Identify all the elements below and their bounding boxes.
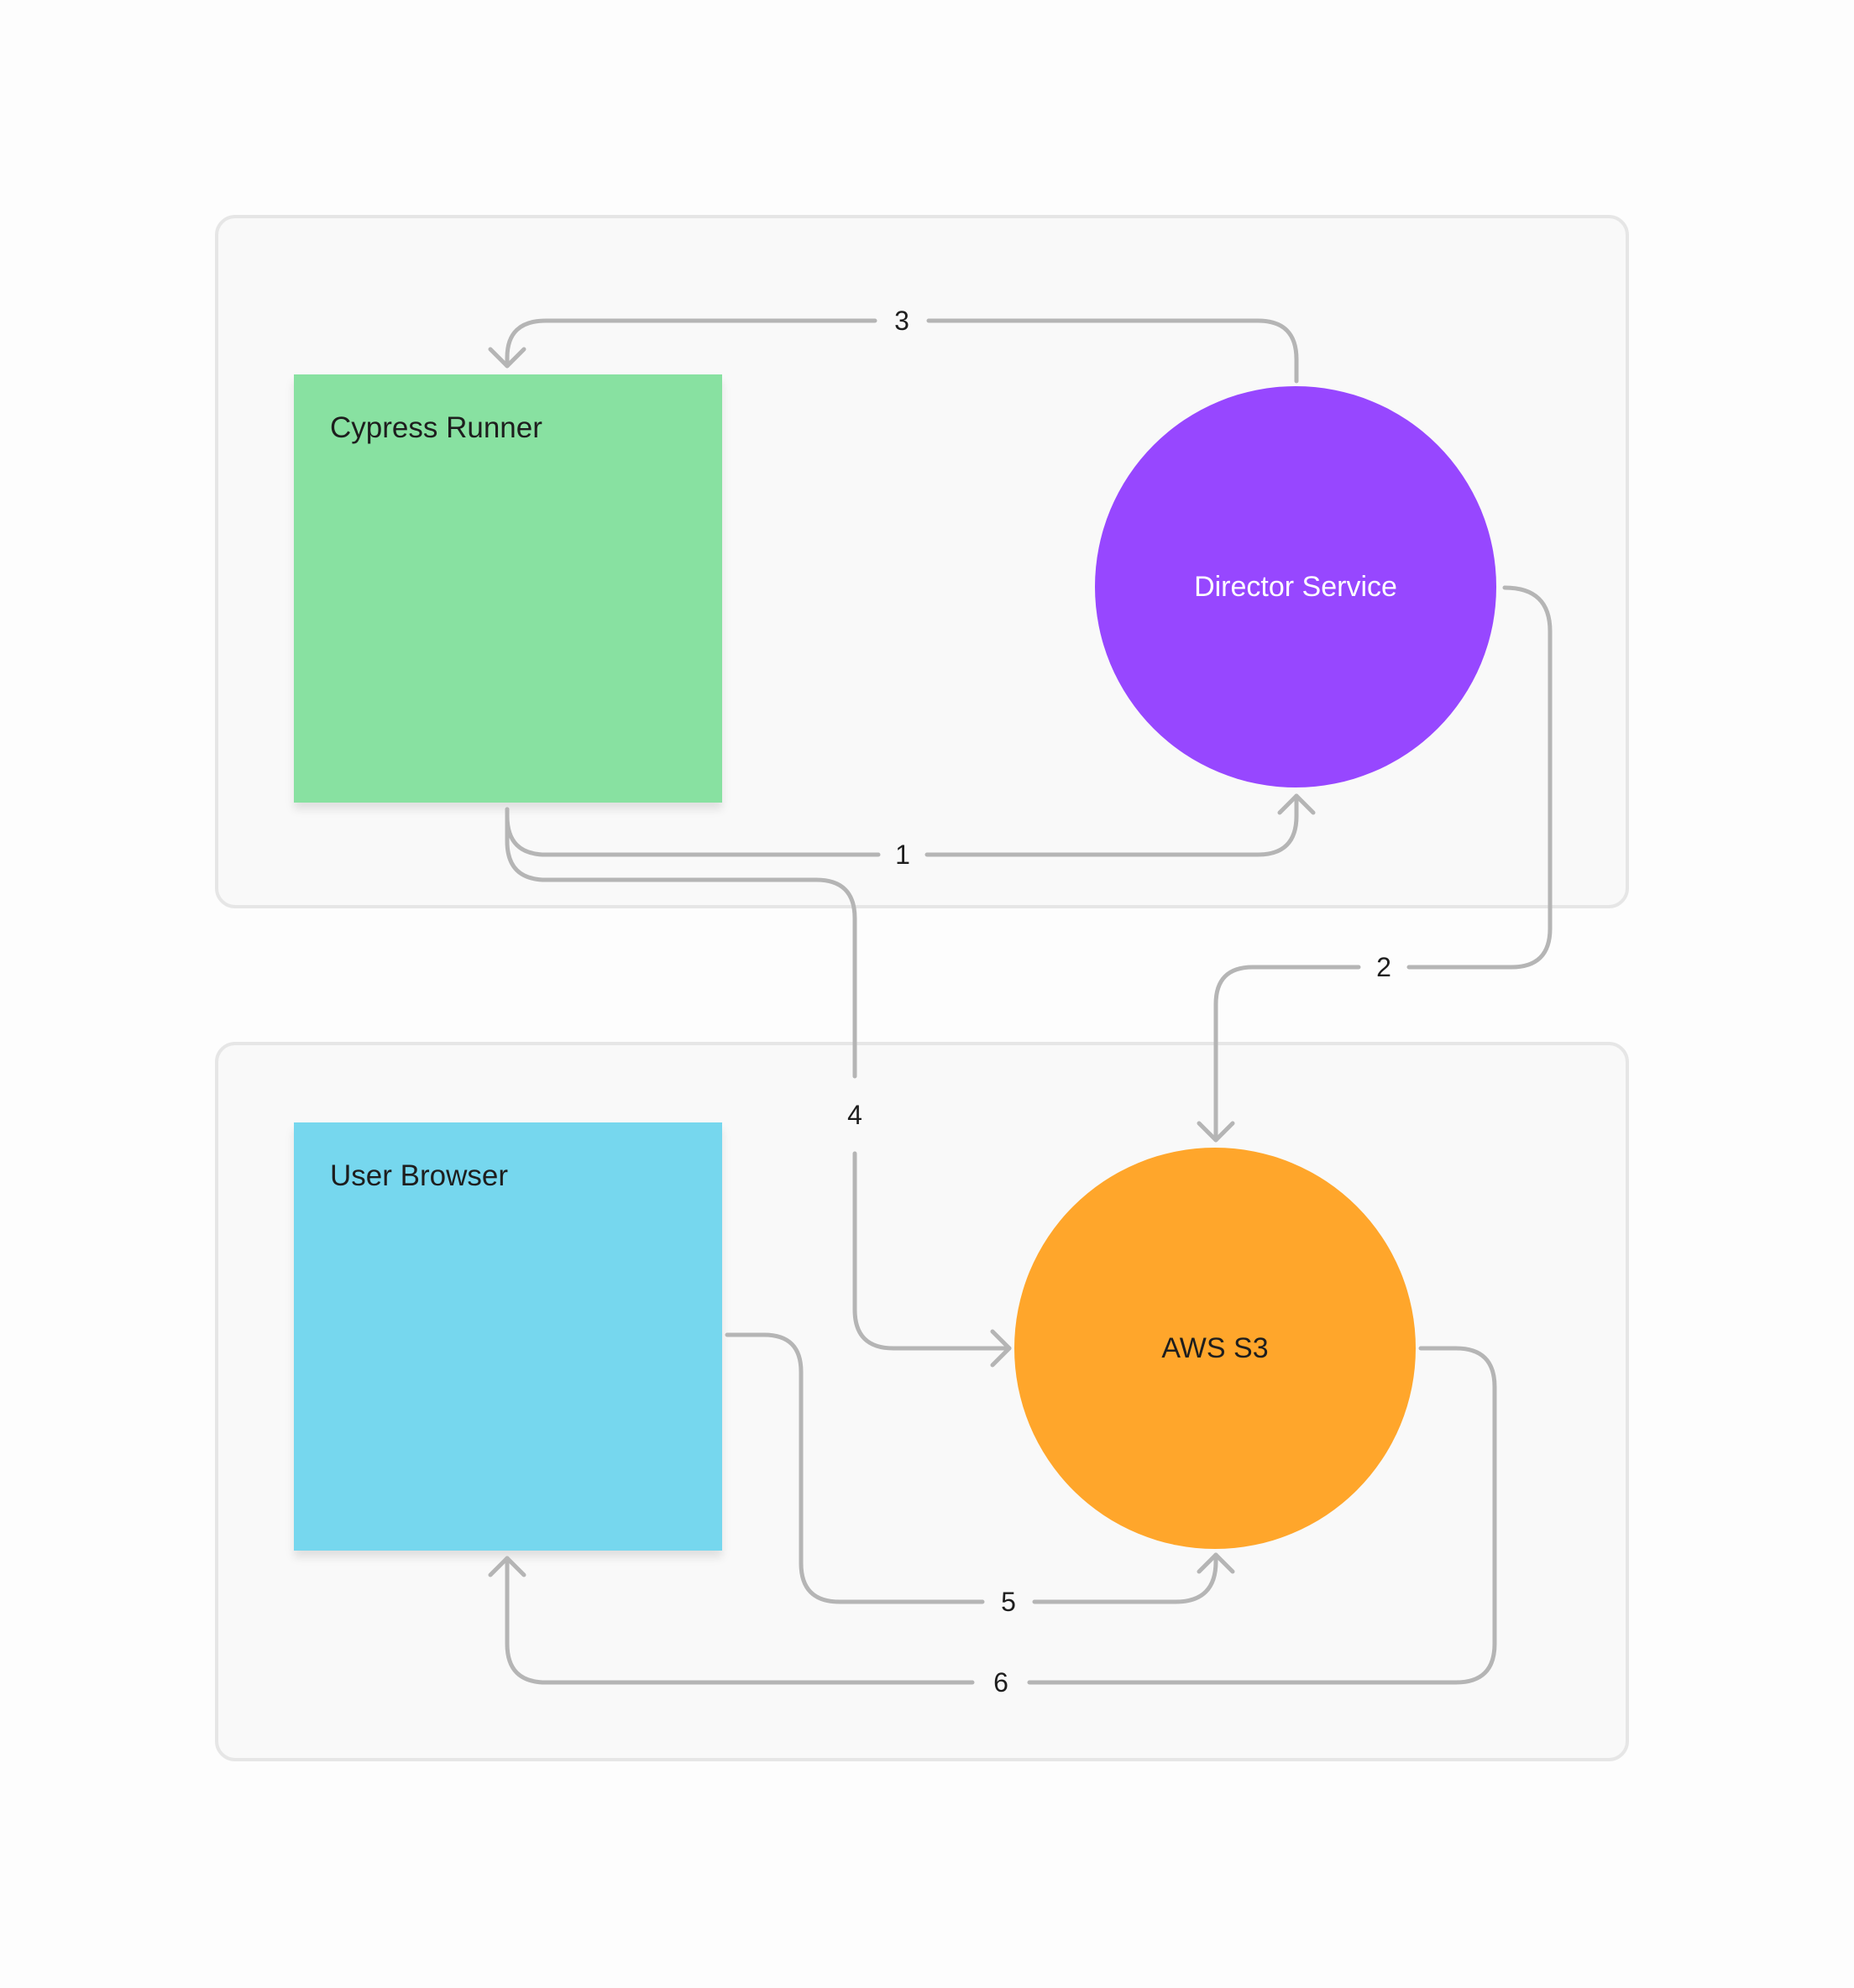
cypress-runner-node[interactable]: Cypress Runner: [294, 374, 722, 803]
user-browser-label: User Browser: [330, 1159, 508, 1192]
cypress-runner-label: Cypress Runner: [330, 411, 542, 444]
user-browser-node[interactable]: User Browser: [294, 1122, 722, 1551]
aws-s3-node[interactable]: AWS S3: [1014, 1148, 1416, 1549]
director-service-label: Director Service: [1194, 570, 1397, 603]
edge-2-label: 2: [1376, 952, 1391, 982]
director-service-node[interactable]: Director Service: [1095, 386, 1496, 787]
aws-s3-label: AWS S3: [1161, 1331, 1269, 1364]
